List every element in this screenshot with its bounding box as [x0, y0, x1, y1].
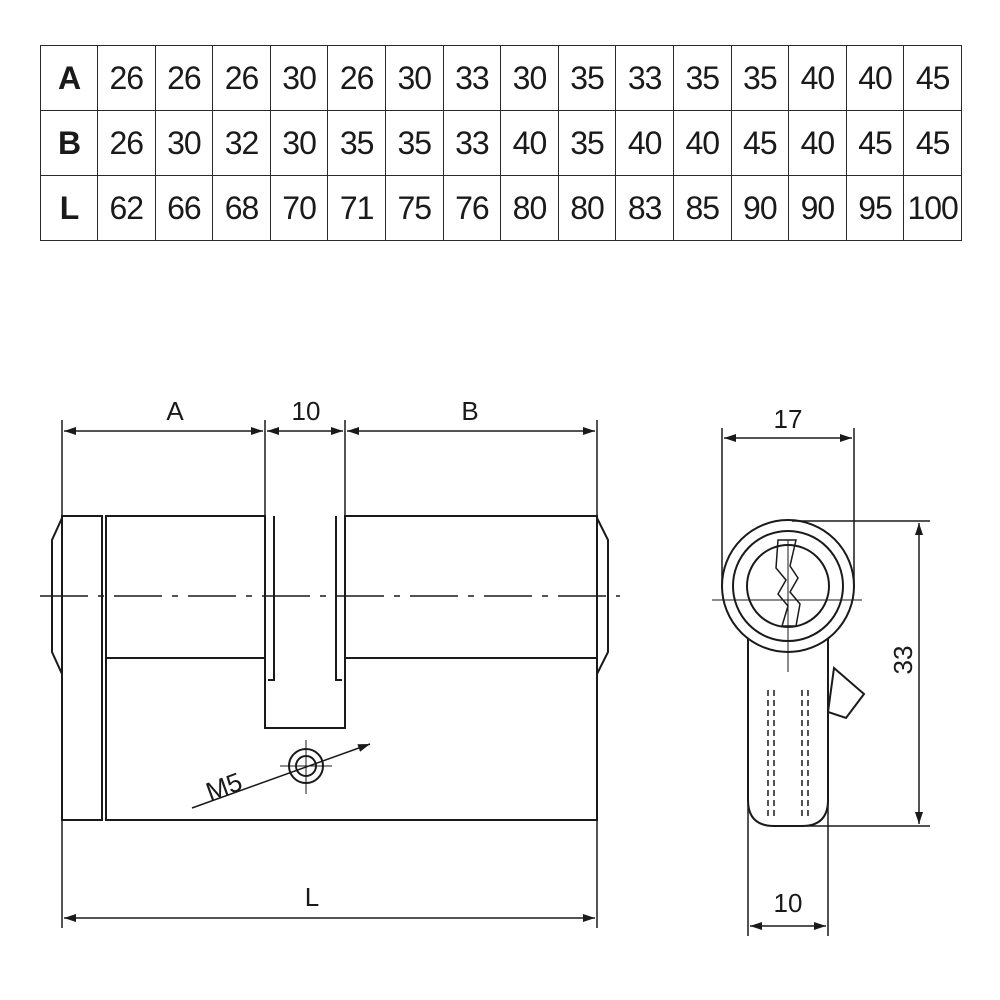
- m5-leader: [191, 743, 371, 809]
- table-cell: 26: [97, 45, 156, 111]
- table-cell: 35: [557, 110, 617, 176]
- cylinder-side-view: [40, 515, 620, 821]
- table-cell: 40: [788, 110, 847, 176]
- table-cell: 71: [327, 175, 386, 241]
- dim-label-center: 10: [292, 396, 321, 426]
- table-cell: 90: [788, 175, 847, 241]
- table-cell: 30: [269, 110, 329, 176]
- end-cam: [826, 666, 866, 720]
- table-cell: 62: [97, 175, 156, 241]
- table-cell: 26: [212, 45, 271, 111]
- side-dimensions: [61, 420, 598, 928]
- dim-label-10-end: 10: [774, 888, 803, 918]
- cylinder-body: [105, 515, 598, 821]
- table-cell: 45: [845, 110, 905, 176]
- thread-label: M5: [202, 766, 246, 807]
- table-cell: 76: [442, 175, 502, 241]
- table-cell: 35: [327, 110, 386, 176]
- table-cell: 35: [557, 45, 617, 111]
- table-cell: 85: [672, 175, 732, 241]
- cam-slot: [268, 516, 342, 681]
- table-cell: 35: [672, 45, 732, 111]
- dim-label-l: L: [305, 882, 319, 912]
- table-cell: 40: [845, 45, 905, 111]
- table-cell: 45: [903, 110, 962, 176]
- table-cell: 75: [384, 175, 444, 241]
- table-cell: 80: [557, 175, 617, 241]
- table-cell: 70: [269, 175, 329, 241]
- dim-label-a: A: [166, 396, 184, 426]
- right-end-cap: [596, 517, 609, 675]
- table-cell: 32: [212, 110, 271, 176]
- dim-label-33: 33: [888, 646, 918, 675]
- dim-label-17: 17: [774, 404, 803, 434]
- left-end-cap: [51, 517, 63, 675]
- table-cell: 30: [384, 45, 444, 111]
- table-cell: 35: [384, 110, 444, 176]
- table-cell: 30: [500, 45, 559, 111]
- table-cell: 95: [845, 175, 905, 241]
- table-cell: 45: [730, 110, 790, 176]
- table-cell: 90: [730, 175, 790, 241]
- end-lower-profile: [747, 638, 829, 827]
- table-cell: 26: [327, 45, 386, 111]
- table-cell: 40: [615, 110, 674, 176]
- left-flange: [61, 515, 103, 821]
- table-cell: 30: [154, 110, 214, 176]
- row-header: B: [40, 110, 98, 176]
- cylinder-end-view: [712, 519, 866, 827]
- row-header: L: [40, 175, 98, 241]
- dim-label-b: B: [461, 396, 478, 426]
- table-cell: 33: [442, 110, 502, 176]
- row-header: A: [40, 45, 98, 111]
- end-dimensions: [721, 428, 930, 936]
- end-keyway-slot: [775, 539, 801, 627]
- table-cell: 100: [903, 175, 962, 241]
